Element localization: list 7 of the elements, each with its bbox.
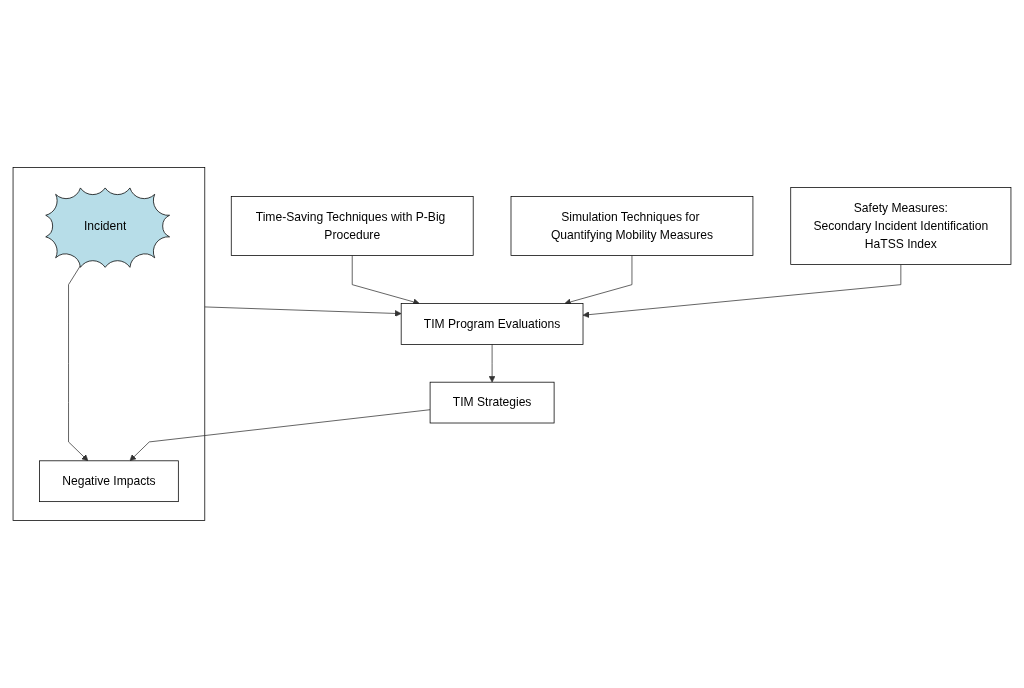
node-box: TIM Strategies bbox=[429, 381, 555, 424]
node-box: TIM Program Evaluations bbox=[400, 303, 584, 345]
cluster bbox=[12, 167, 206, 521]
node-box: Simulation Techniques for Quantifying Mobility Measures bbox=[510, 196, 754, 256]
node-box: Time-Saving Techniques with P-Big Procedure bbox=[230, 196, 474, 256]
node-box: Negative Impacts bbox=[39, 460, 179, 502]
node-box: Safety Measures: Secondary Incident Identification HaTSS Index bbox=[790, 187, 1012, 265]
